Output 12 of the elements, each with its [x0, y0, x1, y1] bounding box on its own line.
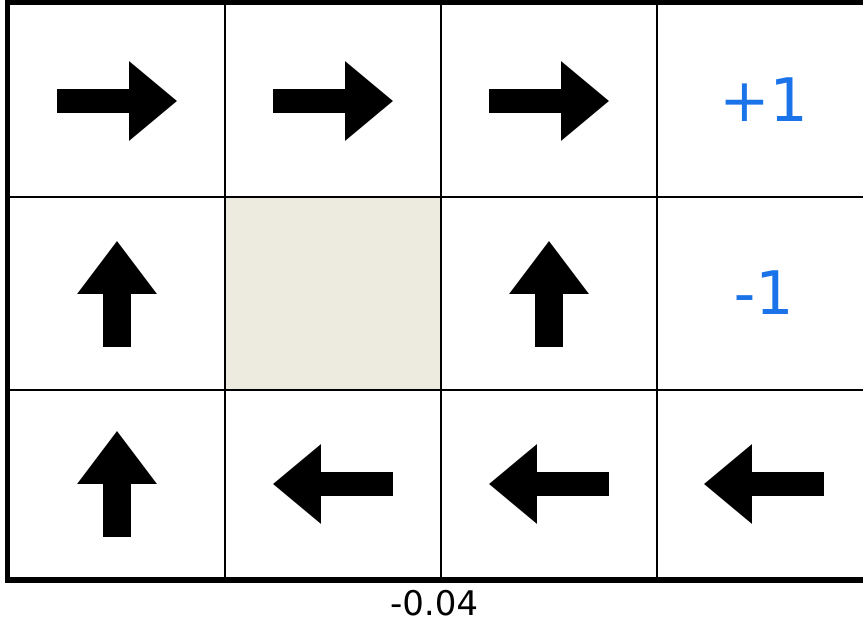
grid-cell — [10, 5, 226, 198]
grid-cell — [442, 5, 658, 198]
wall-cell — [226, 198, 442, 391]
step-cost-label: -0.04 — [389, 584, 479, 624]
grid-cell — [226, 391, 442, 579]
grid-cell — [10, 198, 226, 391]
grid-cell — [10, 391, 226, 579]
grid-cell — [226, 5, 442, 198]
grid-cell — [442, 198, 658, 391]
reward-value: +1 — [719, 70, 808, 130]
grid-cell — [442, 391, 658, 579]
reward-value: -1 — [734, 264, 794, 324]
